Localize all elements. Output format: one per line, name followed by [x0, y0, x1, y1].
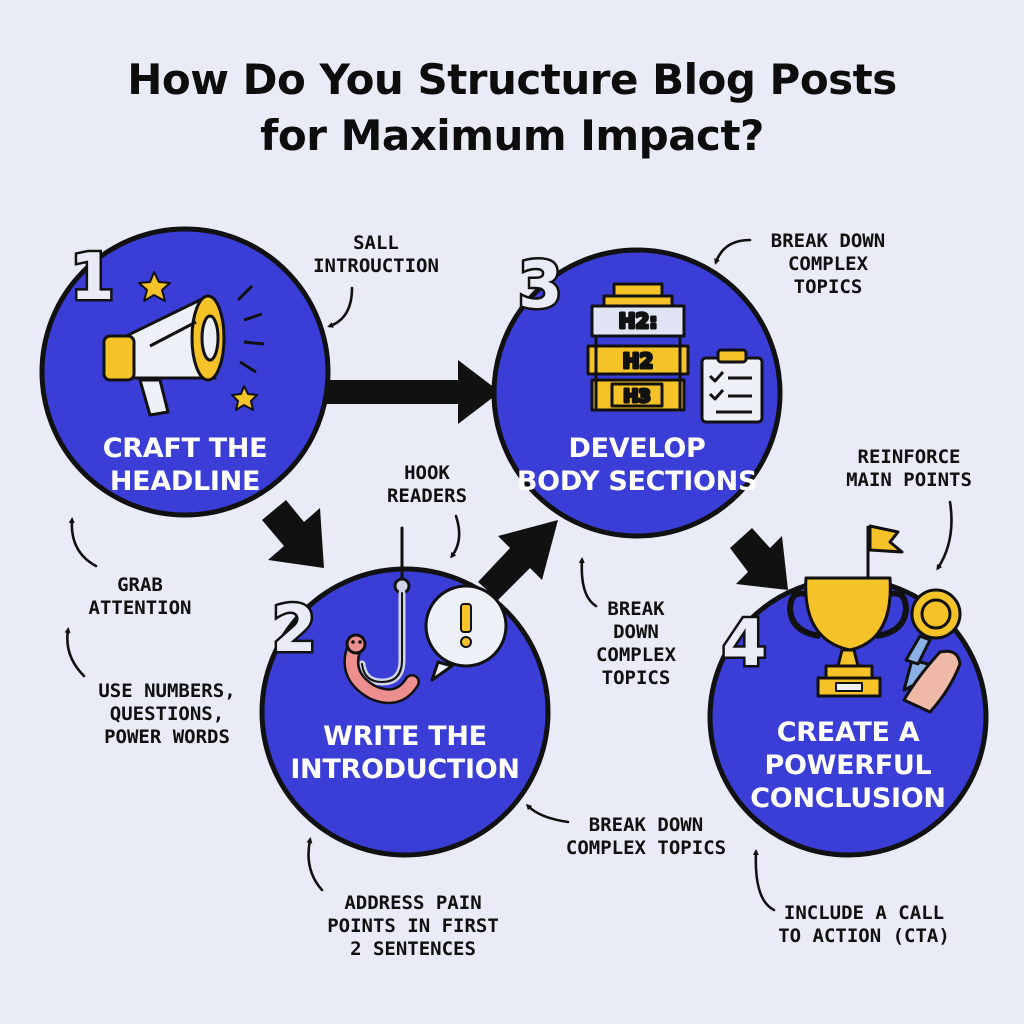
- note-line: MAIN POINTS: [846, 469, 972, 491]
- note-hook-readers: HOOK READERS: [372, 462, 482, 508]
- note-line: COMPLEX: [595, 644, 677, 666]
- step-3-label-line-1: DEVELOP: [568, 433, 706, 464]
- note-line: COMPLEX TOPICS: [565, 837, 727, 859]
- note-break-down-middle: BREAK DOWN COMPLEX TOPICS: [578, 598, 694, 690]
- note-line: TOPICS: [601, 667, 671, 689]
- flow-arrow-2-to-3: [478, 520, 558, 600]
- title-line-1: How Do You Structure Blog Posts: [127, 55, 897, 104]
- note-line: REINFORCE: [857, 446, 961, 468]
- note-line: ADDRESS PAIN: [344, 892, 482, 914]
- flow-arrow-1-to-3: [322, 360, 500, 424]
- note-sall-introduction: SALL INTROUCTION: [296, 232, 456, 278]
- flow-arrow-1-to-2: [262, 500, 324, 568]
- note-address-pain: ADDRESS PAIN POINTS IN FIRST 2 SENTENCES: [320, 892, 506, 961]
- note-break-down-bottom: BREAK DOWN COMPLEX TOPICS: [554, 814, 738, 860]
- page-title: How Do You Structure Blog Posts for Maxi…: [0, 52, 1024, 164]
- note-line: QUESTIONS,: [109, 703, 225, 725]
- note-grab-attention: GRAB ATTENTION: [70, 574, 210, 620]
- note-line: POINTS IN FIRST: [327, 915, 499, 937]
- megaphone-icon: [102, 271, 265, 417]
- title-line-2: for Maximum Impact?: [260, 111, 764, 160]
- step-1-number: 1: [68, 241, 117, 315]
- step-3-label: DEVELOP BODY SECTIONS: [512, 432, 762, 498]
- annotation-arrows: [64, 238, 953, 912]
- step-4-label-line-1: CREATE A: [776, 717, 920, 748]
- note-line: INCLUDE A CALL: [783, 902, 945, 924]
- note-line: BREAK DOWN: [770, 230, 886, 252]
- note-line: READERS: [386, 485, 468, 507]
- heading-block-h2: H2: [623, 349, 654, 373]
- trophy-icon: [787, 524, 962, 714]
- step-2-label-line-2: INTRODUCTION: [290, 754, 520, 785]
- note-reinforce: REINFORCE MAIN POINTS: [836, 446, 982, 492]
- note-line: INTROUCTION: [313, 255, 439, 277]
- note-line: POWER WORDS: [104, 726, 230, 748]
- step-4-label-line-3: CONCLUSION: [750, 783, 946, 814]
- step-1-label-line-2: HEADLINE: [109, 466, 261, 497]
- note-use-numbers: USE NUMBERS, QUESTIONS, POWER WORDS: [78, 680, 256, 749]
- note-break-down-top: BREAK DOWN COMPLEX TOPICS: [754, 230, 902, 299]
- note-line: TO ACTION (CTA): [778, 925, 950, 947]
- note-line: TOPICS: [793, 276, 863, 298]
- step-4-label-line-2: POWERFUL: [764, 750, 932, 781]
- step-2-label: WRITE THE INTRODUCTION: [280, 720, 530, 786]
- heading-block-h3: H3: [623, 386, 651, 407]
- note-include-cta: INCLUDE A CALL TO ACTION (CTA): [772, 902, 956, 948]
- step-2-number: 2: [270, 593, 319, 667]
- step-1-label-line-1: CRAFT THE: [102, 433, 268, 464]
- step-3-label-line-2: BODY SECTIONS: [516, 466, 758, 497]
- note-line: GRAB: [117, 574, 163, 596]
- note-line: ATTENTION: [88, 597, 192, 619]
- note-line: BREAK DOWN: [588, 814, 704, 836]
- flow-arrow-3-to-4: [730, 528, 788, 590]
- heading-block-h2-colon: H2:: [619, 309, 658, 333]
- note-line: DOWN: [613, 621, 659, 643]
- step-3-number: 3: [516, 249, 565, 323]
- step-4-label: CREATE A POWERFUL CONCLUSION: [728, 716, 968, 815]
- fishhook-worm-icon: [343, 526, 508, 705]
- note-line: COMPLEX: [787, 253, 869, 275]
- step-1-label: CRAFT THE HEADLINE: [60, 432, 310, 498]
- step-2-label-line-1: WRITE THE: [323, 721, 487, 752]
- note-line: USE NUMBERS,: [98, 680, 236, 702]
- note-line: BREAK: [607, 598, 665, 620]
- note-line: SALL: [353, 232, 399, 254]
- note-line: HOOK: [404, 462, 450, 484]
- note-line: 2 SENTENCES: [350, 938, 476, 960]
- heading-structure-icon: H2: H2 H3: [586, 282, 764, 424]
- step-4-number: 4: [720, 607, 769, 681]
